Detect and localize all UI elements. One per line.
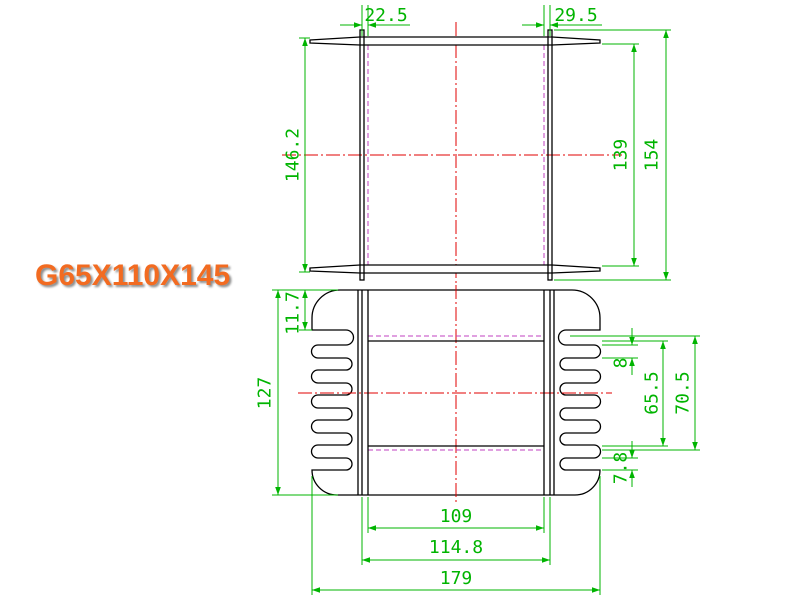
- dimension-label: 70.5: [673, 371, 694, 414]
- dimension-width-inner: 109: [367, 497, 545, 533]
- dimension-label: 11.7: [283, 291, 304, 334]
- dimension-top-margin: 11.7: [283, 290, 312, 335]
- dimension-label: 22.5: [364, 5, 407, 26]
- dimension-height-inner: 139: [602, 43, 639, 267]
- dimension-slot: 8: [602, 328, 638, 375]
- dimension-width-outer: 179: [311, 476, 601, 595]
- dimension-top-left: 22.5: [340, 5, 410, 36]
- dimension-front-height: 127: [255, 289, 338, 496]
- dimension-label: 154: [642, 139, 663, 172]
- dimension-span-outer: 70.5: [570, 335, 700, 451]
- dimension-height-outer: 154: [554, 29, 671, 281]
- top-view: 22.5 29.5 146.2 139 1: [282, 5, 671, 284]
- dimension-label: 146.2: [283, 128, 304, 182]
- dimension-label: 29.5: [554, 5, 597, 26]
- dimension-label: 109: [440, 506, 473, 527]
- dimension-label: 127: [255, 377, 276, 410]
- front-view: 11.7 127 8 65.5 70.5: [255, 285, 700, 595]
- dimension-height-left: 146.2: [283, 37, 310, 273]
- dimension-label: 179: [440, 568, 473, 589]
- flange-top: [309, 36, 601, 46]
- dimension-width-mid: 114.8: [361, 497, 551, 565]
- dimension-label: 8: [611, 358, 632, 369]
- dimension-label: 65.5: [642, 371, 663, 414]
- dimension-bottom-margin: 7.8: [602, 441, 638, 487]
- part-number-title: G65X110X145: [35, 259, 230, 292]
- flange-bottom: [309, 264, 601, 274]
- dimension-label: 114.8: [429, 537, 483, 558]
- dimension-top-right: 29.5: [522, 5, 602, 36]
- dimension-label: 139: [611, 139, 632, 172]
- dimension-span-inner: 65.5: [602, 340, 668, 447]
- dimension-label: 7.8: [611, 452, 632, 485]
